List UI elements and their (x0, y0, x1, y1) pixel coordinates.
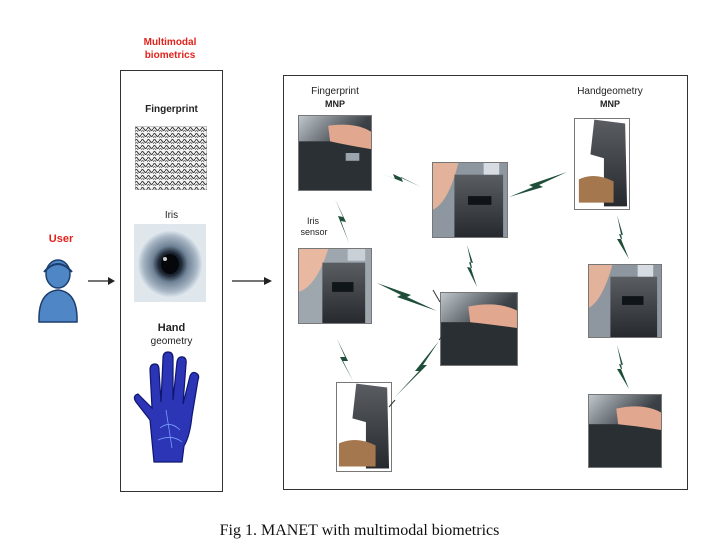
wireless-link-icon (337, 339, 353, 381)
wireless-link-icon (617, 345, 629, 389)
wireless-links (335, 171, 629, 408)
hand-label-line1: Hand (157, 322, 186, 334)
node-center-hub (432, 162, 508, 238)
node-right-middle (588, 264, 662, 338)
iris-sensor-label-line1: Iris (307, 216, 319, 226)
node-right-bottom (588, 394, 662, 468)
arrow-user-to-biometrics (88, 277, 115, 285)
fingerprint-label: Fingerprint (145, 104, 198, 115)
node-handgeometry-mnp (574, 118, 630, 210)
wireless-link-icon (467, 245, 477, 287)
node-iris-sensor (298, 248, 372, 324)
hand-image (133, 351, 200, 463)
figure-caption: Fig 1. MANET with multimodal biometrics (219, 522, 500, 539)
wireless-link-icon (377, 283, 437, 311)
iris-sensor-label-line2: sensor (300, 227, 328, 237)
wireless-link-icon (335, 199, 349, 243)
wireless-link-icon (617, 215, 629, 259)
handgeometry-mnp-label-line1: Handgeometry (577, 86, 643, 97)
arrow-biometrics-to-network (232, 277, 272, 285)
biometrics-title-line2: biometrics (144, 50, 196, 61)
user-label: User (48, 233, 74, 245)
fingerprint-mnp-label-line1: Fingerprint (311, 86, 359, 97)
node-fingerprint-center (440, 292, 518, 366)
user-icon (38, 259, 78, 323)
iris-label: Iris (164, 210, 179, 221)
fingerprint-image (135, 126, 207, 190)
node-fingerprint-mnp (298, 115, 372, 191)
handgeometry-mnp-label-line2: MNP (600, 99, 620, 109)
wireless-link-icon (509, 172, 567, 197)
wireless-link-icon (375, 171, 421, 187)
iris-image (134, 224, 206, 302)
node-handgeometry-bottom (336, 382, 392, 472)
hand-label-line2: geometry (150, 336, 193, 347)
wireless-link-icon (395, 341, 439, 397)
biometrics-title-line1: Multimodal (143, 37, 197, 48)
fingerprint-mnp-label-line2: MNP (325, 99, 345, 109)
